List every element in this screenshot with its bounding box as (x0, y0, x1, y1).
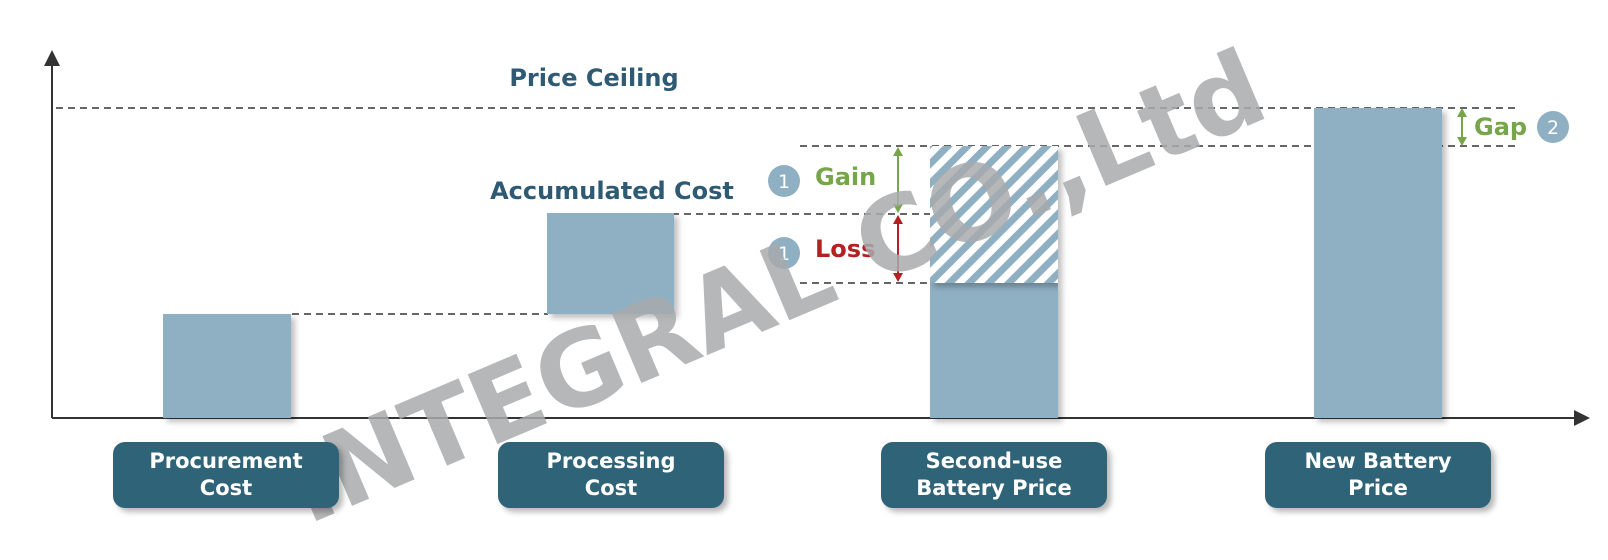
procurement-cost-bar (163, 314, 291, 418)
category-new-battery-price: New Battery Price (1265, 442, 1491, 508)
loss-label: Loss (815, 235, 875, 263)
gain-arrow-head-top (893, 147, 903, 156)
gap-marker-number: 2 (1547, 117, 1559, 139)
gap-marker-circle (1537, 111, 1569, 143)
gain-marker-number: 1 (778, 171, 790, 193)
loss-marker-circle (768, 237, 800, 269)
y-axis-arrow (44, 50, 60, 66)
gap-arrow-head-top (1457, 108, 1467, 117)
category-second-use-battery-price: Second-use Battery Price (881, 442, 1107, 508)
loss-arrow-head-top (893, 215, 903, 224)
new-battery-price-bar (1314, 108, 1442, 418)
processing-cost-bar (547, 213, 674, 314)
category-procurement-cost: Procurement Cost (113, 442, 339, 508)
gain-arrow-head-bottom (893, 204, 903, 213)
price-ceiling-label: Price Ceiling (509, 64, 678, 92)
gain-label: Gain (815, 163, 876, 191)
second-use-hatched-segment (930, 146, 1058, 283)
gap-label: Gap (1474, 113, 1527, 141)
watermark-text: INTEGRAL CO.,Ltd (270, 26, 1282, 548)
category-processing-cost: Processing Cost (498, 442, 724, 508)
gain-marker-circle (768, 165, 800, 197)
second-use-price-bar (930, 283, 1058, 418)
loss-arrow-head-bottom (893, 273, 903, 282)
gap-arrow-head-bottom (1457, 137, 1467, 146)
loss-marker-number: 1 (778, 243, 790, 265)
x-axis-arrow (1574, 410, 1590, 426)
accumulated-cost-label: Accumulated Cost (490, 177, 734, 205)
